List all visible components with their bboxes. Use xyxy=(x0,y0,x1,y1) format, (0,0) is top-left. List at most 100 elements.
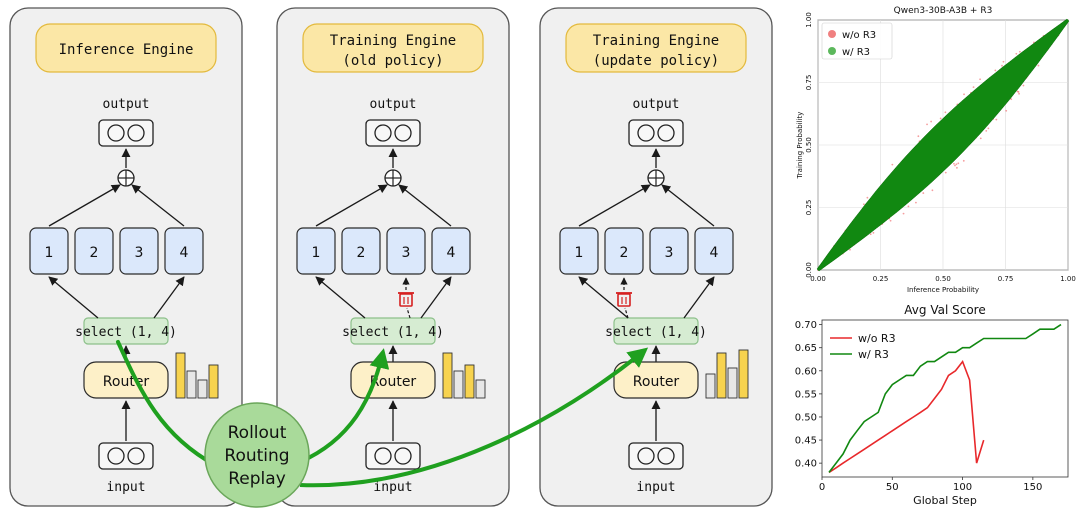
expert-label: 2 xyxy=(357,245,366,261)
expert-1 xyxy=(559,227,599,275)
engine-title: Inference Engine xyxy=(59,42,194,58)
expert-to-sum-arrow xyxy=(661,184,715,227)
scatter-point-wo-r3 xyxy=(1037,64,1040,67)
select-to-expert-arrow xyxy=(578,276,629,319)
input-token xyxy=(374,447,392,465)
engine-title-box xyxy=(35,23,217,73)
scatter-legend xyxy=(821,22,893,60)
scatter-xtick: 0.50 xyxy=(935,275,951,283)
expert-to-sum-arrow xyxy=(315,184,388,227)
router-logit-bar xyxy=(453,370,464,399)
input-token xyxy=(107,447,125,465)
scatter-point-wo-r3 xyxy=(955,163,958,166)
select-label: select (1, 4) xyxy=(342,325,444,340)
input-token xyxy=(637,447,655,465)
scatter-xlabel: Inference Probability xyxy=(907,286,979,294)
scatter-ytick: 0.00 xyxy=(805,262,813,278)
scatter-legend-label: w/o R3 xyxy=(842,30,876,41)
select-to-expert-arrow xyxy=(683,276,715,319)
line-legend-label: w/ R3 xyxy=(858,348,889,361)
expert-label: 4 xyxy=(710,245,719,261)
replay-arrow-to-update-policy xyxy=(299,347,649,488)
scatter-point-wo-r3 xyxy=(953,162,955,165)
output-token-box xyxy=(628,119,684,147)
line-ytick: 0.60 xyxy=(795,366,817,377)
line-series-wo-r3 xyxy=(828,359,985,474)
expert-1 xyxy=(29,227,69,275)
output-label: output xyxy=(103,97,150,112)
scatter-point-wo-r3 xyxy=(1001,64,1003,67)
output-token xyxy=(127,124,145,142)
line-xlabel: Global Step xyxy=(913,494,977,507)
replay-node xyxy=(204,402,310,508)
trash-icon-body xyxy=(617,293,631,307)
engine-subtitle: (old policy) xyxy=(342,53,443,69)
line-ytick: 0.40 xyxy=(795,459,817,470)
scatter-point-wo-r3 xyxy=(866,196,869,199)
expert-2 xyxy=(74,227,114,275)
scatter-point-wo-r3 xyxy=(891,163,894,166)
replay-arrow-to-old-policy xyxy=(299,348,390,464)
scatter-point-wo-r3 xyxy=(1015,52,1018,55)
line-xtick: 50 xyxy=(886,482,899,493)
scatter-point-wo-r3 xyxy=(930,120,933,123)
output-token xyxy=(107,124,125,142)
expert-4 xyxy=(164,227,204,275)
scatter-point-wo-r3 xyxy=(1018,92,1020,95)
scatter-point-wo-r3 xyxy=(1002,60,1005,63)
expert-1 xyxy=(296,227,336,275)
select-box xyxy=(613,317,699,345)
engine-title-box xyxy=(565,23,747,73)
scatter-point-wo-r3 xyxy=(995,118,998,121)
router-label: Router xyxy=(633,374,680,390)
input-token-box xyxy=(98,442,154,470)
expert-label: 3 xyxy=(135,245,144,261)
scatter-legend-label: w/ R3 xyxy=(842,47,870,58)
line-xtick: 100 xyxy=(953,482,972,493)
input-token xyxy=(657,447,675,465)
expert-to-sum-arrow xyxy=(578,184,651,227)
line-ytick: 0.55 xyxy=(795,389,817,400)
scatter-point-wo-r3 xyxy=(963,93,965,96)
line-ytick: 0.65 xyxy=(795,343,817,354)
input-label: input xyxy=(373,480,412,495)
scatter-point-wo-r3 xyxy=(1018,50,1021,53)
line-xtick: 150 xyxy=(1023,482,1042,493)
scatter-point-wo-r3 xyxy=(1017,91,1020,93)
expert-2 xyxy=(604,227,644,275)
output-token-box xyxy=(365,119,421,147)
line-ytick: 0.70 xyxy=(795,320,817,331)
scatter-xtick: 0.00 xyxy=(810,275,826,283)
scatter-point-wo-r3 xyxy=(1022,84,1025,87)
scatter-chart: Qwen3-30B-A3B + R30.000.000.250.250.500.… xyxy=(796,6,1076,294)
scatter-point-wo-r3 xyxy=(954,164,956,167)
router-logit-bar xyxy=(475,379,486,399)
engine-title-box xyxy=(302,23,484,73)
scatter-point-wo-r3 xyxy=(962,159,965,162)
engine-subtitle: (update policy) xyxy=(593,53,719,69)
scatter-point-wo-r3 xyxy=(994,69,997,72)
scatter-point-wo-r3 xyxy=(917,135,920,138)
output-token xyxy=(637,124,655,142)
expert-label: 3 xyxy=(402,245,411,261)
replay-link-from-inference xyxy=(116,340,217,467)
expert-label: 1 xyxy=(575,245,584,261)
line-series-w-r3 xyxy=(828,323,1062,473)
select-label: select (1, 4) xyxy=(605,325,707,340)
engine-title: Training Engine xyxy=(330,33,456,49)
input-label: input xyxy=(106,480,145,495)
replay-label: Replay xyxy=(228,469,286,489)
expert-to-sum-arrow xyxy=(131,184,185,227)
output-token-box xyxy=(98,119,154,147)
scatter-ytick: 1.00 xyxy=(805,12,813,28)
expert-to-sum-arrow xyxy=(398,184,452,227)
scatter-xtick: 1.00 xyxy=(1060,275,1076,283)
scatter-ytick: 0.75 xyxy=(805,75,813,91)
trash-icon-body xyxy=(399,293,413,307)
router-logit-bar xyxy=(442,352,453,399)
router-logit-bar xyxy=(716,352,727,399)
trash-icon xyxy=(398,292,414,307)
output-label: output xyxy=(633,97,680,112)
scatter-point-wo-r3 xyxy=(987,127,990,130)
expert-label: 1 xyxy=(45,245,54,261)
